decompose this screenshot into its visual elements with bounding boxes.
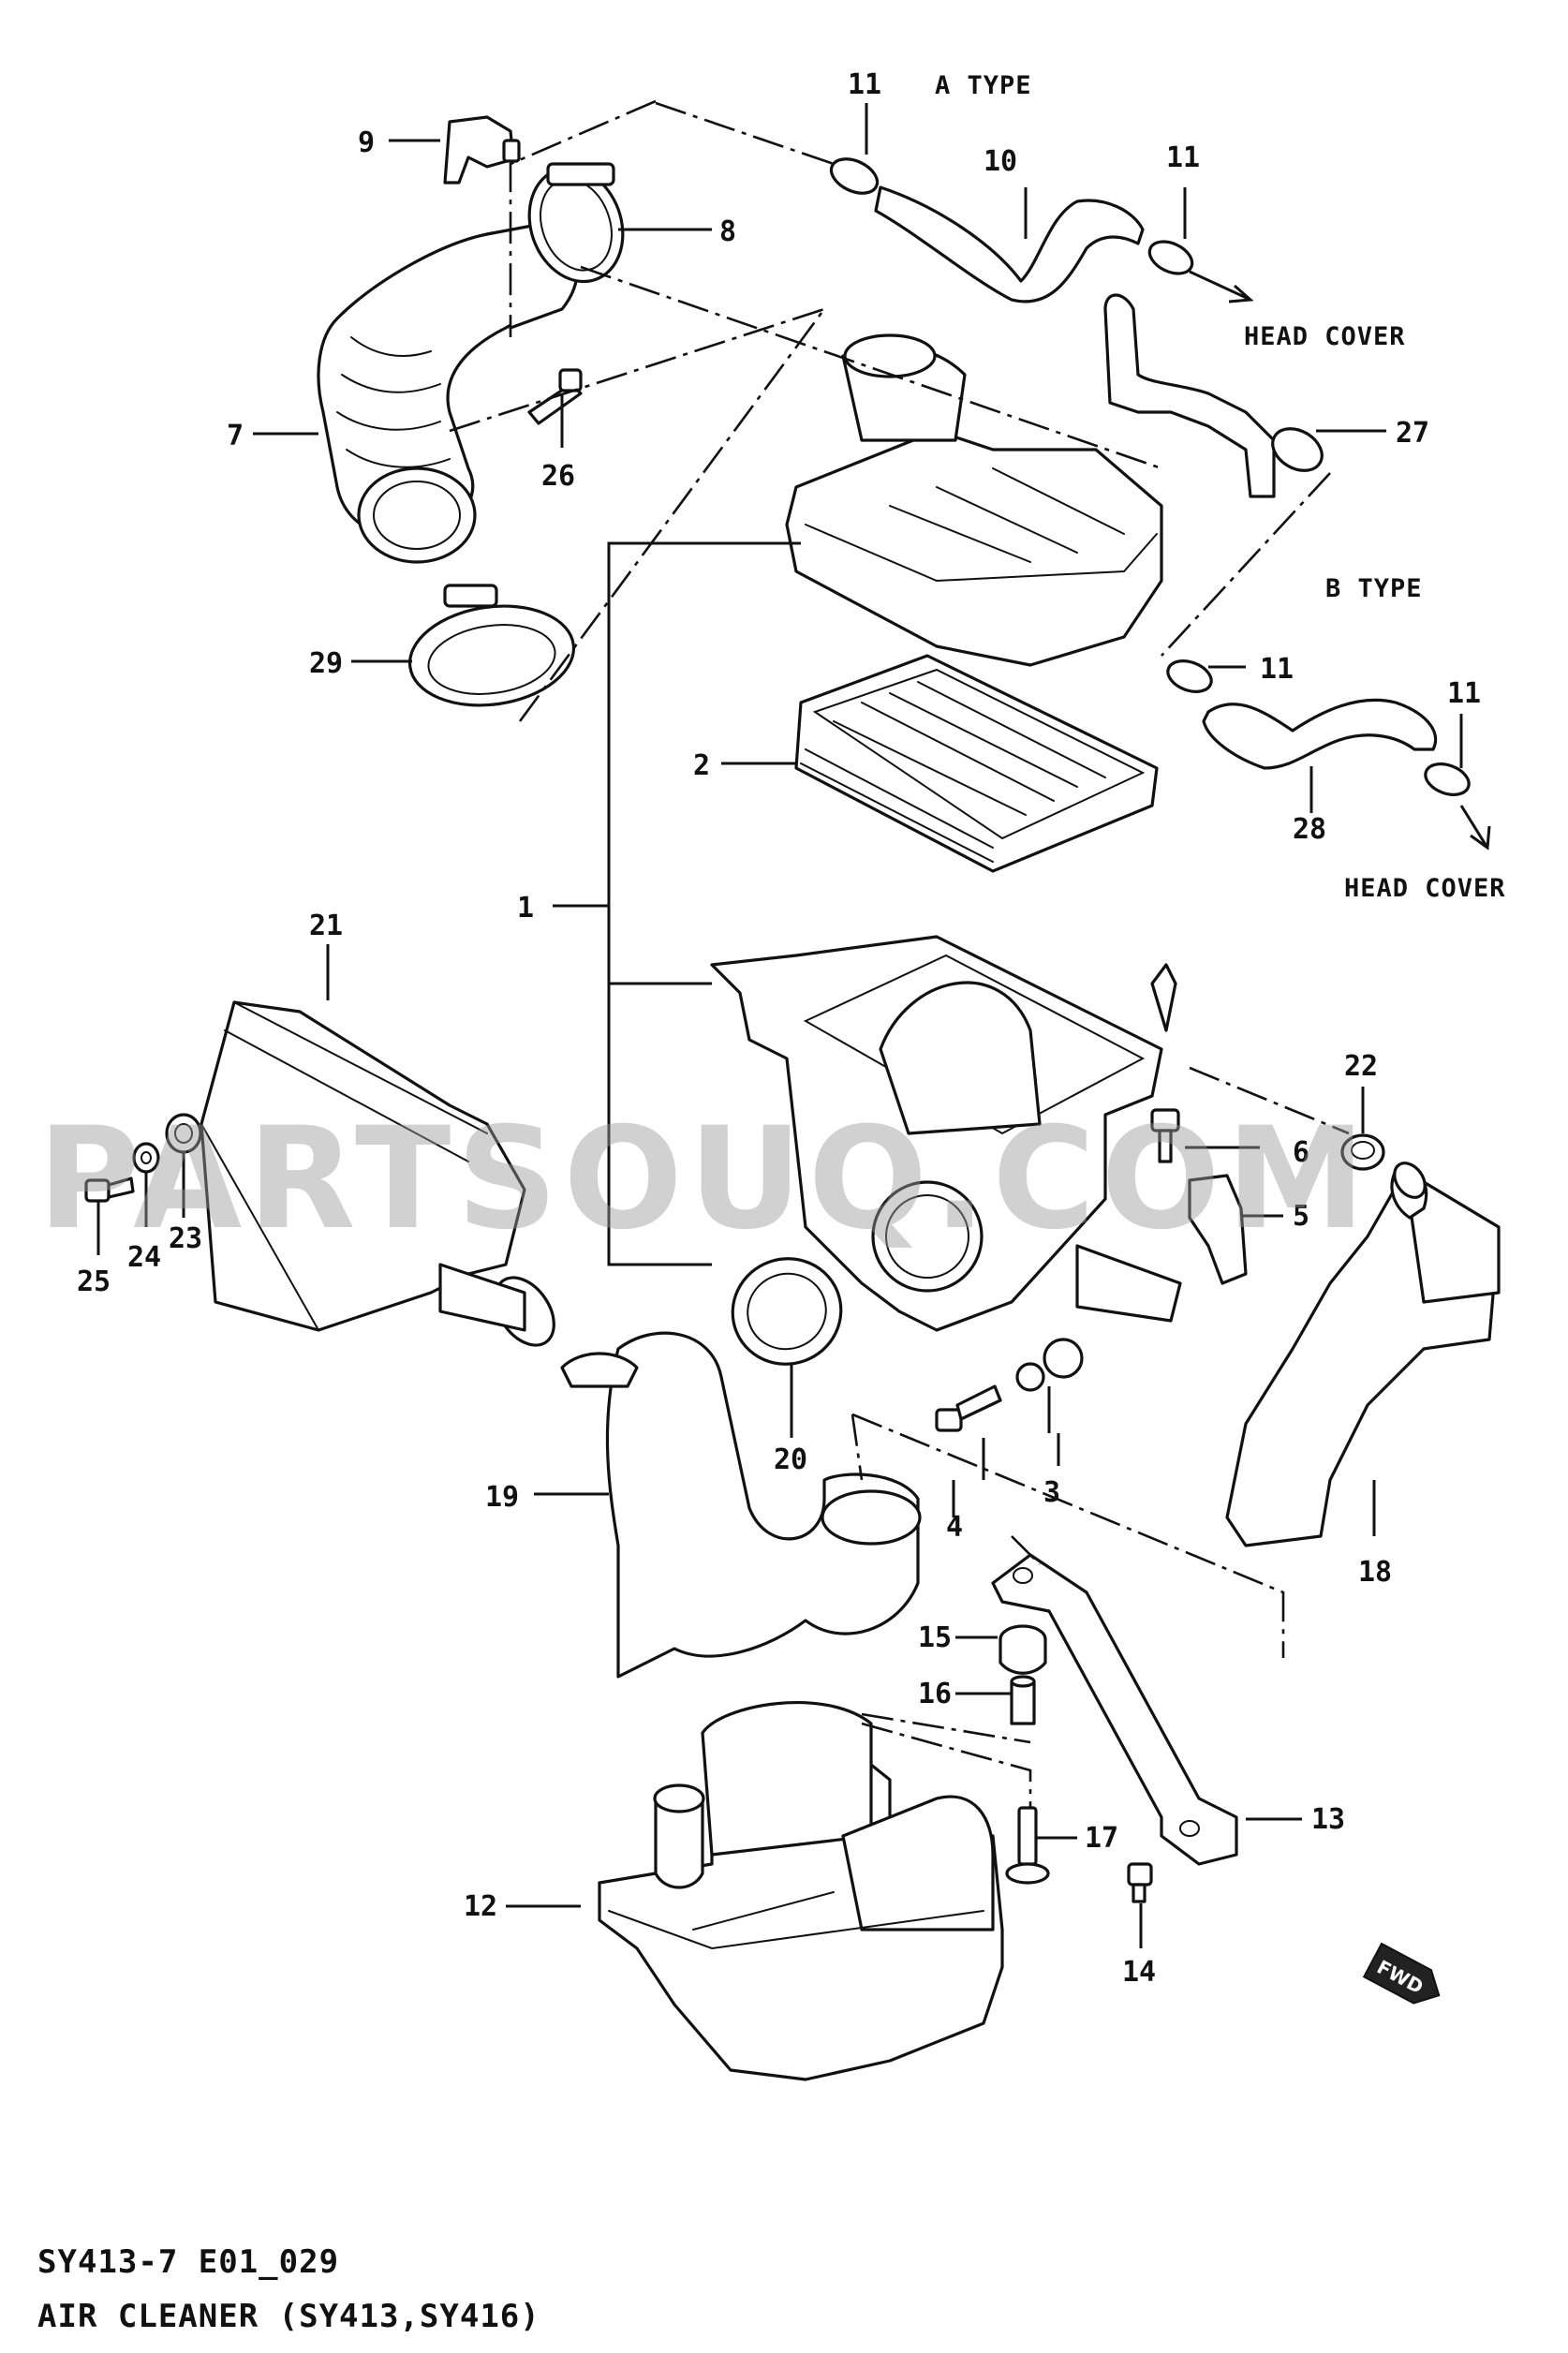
phantom-line-12 xyxy=(1011,1535,1041,1565)
diagram-code: SY413-7 E01_029 xyxy=(37,2243,339,2281)
phantom-line-2 xyxy=(655,101,835,166)
note-b-type: B TYPE xyxy=(1325,574,1423,603)
part-11-clamp-b1[interactable] xyxy=(1163,656,1215,698)
phantom-line-7 xyxy=(1189,1066,1350,1135)
callout-29: 29 xyxy=(309,647,343,680)
watermark: PARTSOUQ.COM xyxy=(37,1098,1371,1261)
callout-21: 21 xyxy=(309,910,343,942)
callout-6: 6 xyxy=(1293,1136,1309,1169)
part-10-pcv-hose[interactable] xyxy=(874,185,1145,303)
phantom-line-9 xyxy=(851,1413,864,1481)
callout-19: 19 xyxy=(485,1481,519,1514)
callout-1: 1 xyxy=(517,892,534,925)
part-1-air-cleaner-cover[interactable] xyxy=(785,333,1163,667)
diagram-title: AIR CLEANER (SY413,SY416) xyxy=(37,2298,540,2335)
callout-10: 10 xyxy=(984,145,1017,178)
callout-11-b1: 11 xyxy=(1260,653,1294,686)
part-9-sensor[interactable] xyxy=(443,115,521,185)
part-20-seal[interactable] xyxy=(717,1244,855,1380)
phantom-line-8 xyxy=(851,1413,1285,1658)
phantom-line-1 xyxy=(509,99,657,337)
callout-17: 17 xyxy=(1085,1822,1118,1855)
part-18-air-duct[interactable] xyxy=(1225,1158,1501,1547)
phantom-line-11 xyxy=(861,1722,1032,1808)
part-16-collar[interactable] xyxy=(1010,1675,1036,1725)
group-bracket-1 xyxy=(607,541,801,1266)
callout-27: 27 xyxy=(1396,417,1429,450)
callout-7: 7 xyxy=(227,420,244,452)
note-head-cover-a: HEAD COVER xyxy=(1244,322,1406,351)
callout-11-b2: 11 xyxy=(1447,677,1481,710)
callout-18: 18 xyxy=(1358,1556,1392,1589)
part-14-bolt[interactable] xyxy=(1127,1862,1153,1903)
callout-5: 5 xyxy=(1293,1200,1309,1233)
part-17-bolt[interactable] xyxy=(1005,1806,1050,1885)
callout-11-a1: 11 xyxy=(848,68,881,101)
arrow-to-head-cover-a xyxy=(1189,270,1254,303)
callout-16: 16 xyxy=(918,1678,952,1710)
callout-2: 2 xyxy=(693,749,710,782)
callout-12: 12 xyxy=(464,1890,497,1923)
callout-23: 23 xyxy=(169,1222,202,1255)
callout-14: 14 xyxy=(1122,1956,1156,1989)
callout-13: 13 xyxy=(1311,1803,1345,1836)
callout-4: 4 xyxy=(946,1511,963,1544)
part-15-grommet[interactable] xyxy=(998,1624,1047,1675)
part-5-bracket[interactable] xyxy=(1188,1174,1248,1285)
part-1-air-cleaner-case[interactable] xyxy=(710,935,1182,1332)
callout-28: 28 xyxy=(1293,813,1326,846)
part-8-hose-clamp[interactable] xyxy=(514,155,639,294)
note-a-type: A TYPE xyxy=(935,71,1032,100)
note-head-cover-b: HEAD COVER xyxy=(1344,874,1506,903)
callout-numbers: 9 8 11 10 11 27 7 26 29 11 11 28 2 1 21 … xyxy=(77,68,1481,1989)
part-2-filter-element[interactable] xyxy=(794,654,1159,873)
callout-15: 15 xyxy=(918,1621,952,1654)
part-19-inlet-pipe[interactable] xyxy=(560,1331,922,1679)
part-25-bolt[interactable] xyxy=(84,1176,135,1203)
phantom-line-4 xyxy=(518,308,826,722)
callout-3: 3 xyxy=(1043,1476,1060,1509)
part-6-bolt[interactable] xyxy=(1150,1108,1180,1163)
leader-lines xyxy=(96,103,1463,1948)
callout-9: 9 xyxy=(358,126,375,159)
fwd-direction-badge: FWD xyxy=(1362,1942,1441,2005)
part-29-clamp[interactable] xyxy=(404,584,581,716)
phantom-line-10 xyxy=(861,1712,1031,1744)
part-22-grommet[interactable] xyxy=(1340,1133,1385,1171)
arrow-to-head-cover-b xyxy=(1459,805,1491,851)
callout-22: 22 xyxy=(1344,1050,1378,1083)
part-27-hose[interactable] xyxy=(1103,293,1329,498)
part-3-grommet[interactable] xyxy=(1015,1338,1084,1392)
callout-25: 25 xyxy=(77,1265,111,1298)
callout-26: 26 xyxy=(541,460,575,493)
callout-8: 8 xyxy=(719,215,736,248)
part-11-clamp-b2[interactable] xyxy=(1421,759,1472,801)
part-11-clamp-a2[interactable] xyxy=(1145,235,1197,279)
phantom-line-5 xyxy=(449,307,825,433)
part-4-bolt[interactable] xyxy=(935,1384,1002,1432)
part-11-clamp-a1[interactable] xyxy=(826,153,883,200)
phantom-line-6 xyxy=(1161,472,1331,657)
part-28-hose[interactable] xyxy=(1202,698,1438,770)
part-12-lower-case[interactable] xyxy=(598,1701,1004,2081)
callout-11-a2: 11 xyxy=(1166,141,1200,174)
part-21-resonator[interactable] xyxy=(200,1000,566,1356)
part-13-stay[interactable] xyxy=(991,1553,1238,1866)
callout-24: 24 xyxy=(127,1241,161,1274)
part-7-intake-hose[interactable] xyxy=(317,218,580,564)
callout-20: 20 xyxy=(774,1443,807,1476)
